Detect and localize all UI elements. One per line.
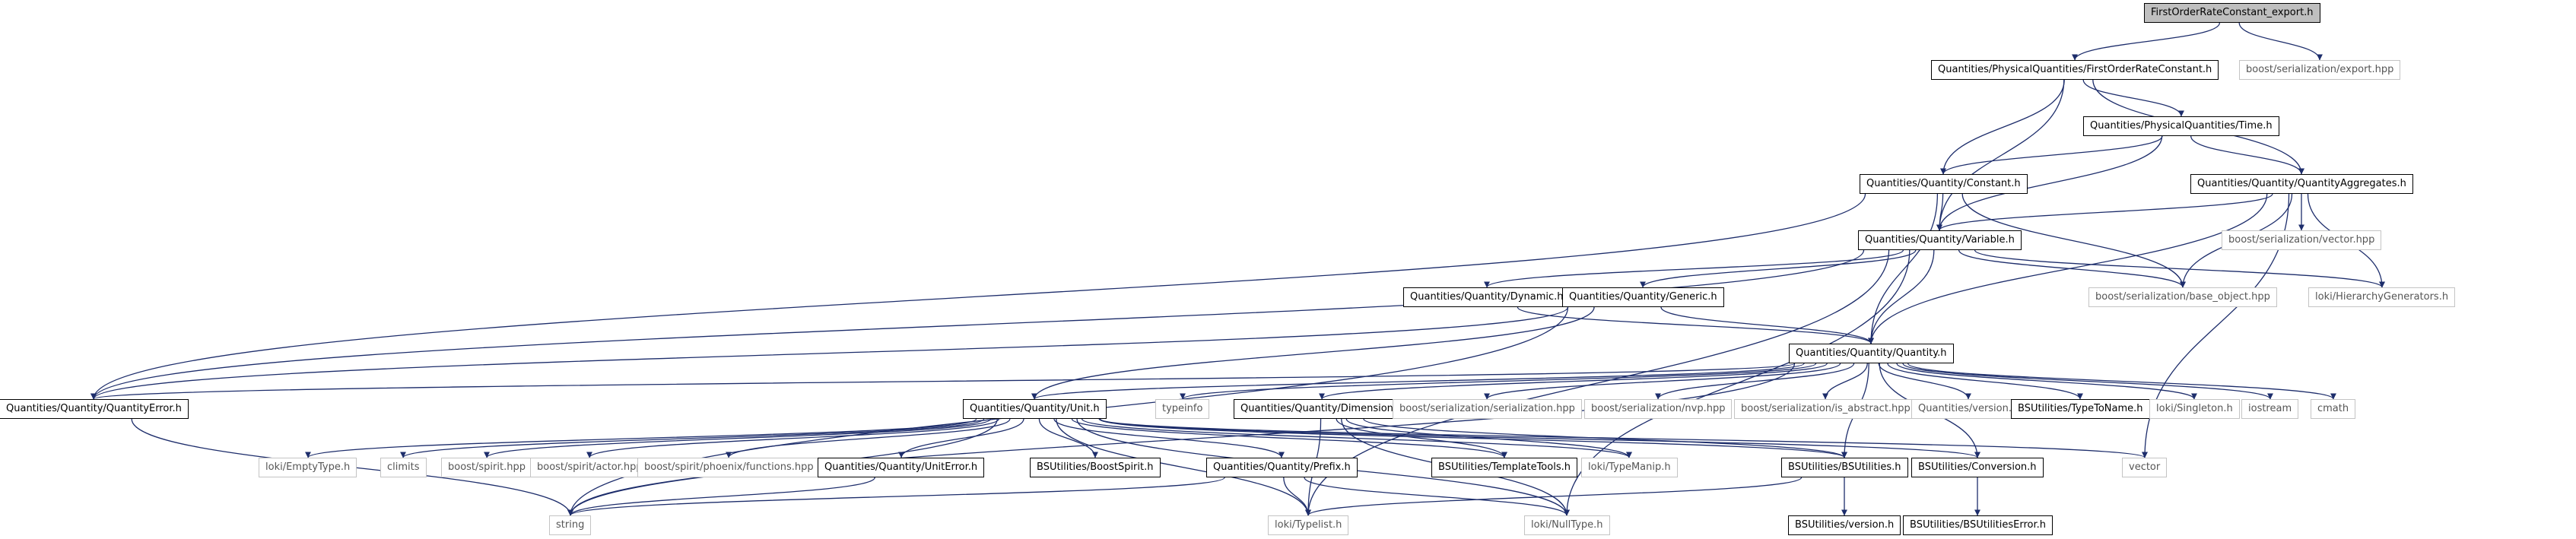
node-forc[interactable]: Quantities/PhysicalQuantities/FirstOrder… [1931, 60, 2219, 80]
edge-generic-to-qerror [91, 306, 1569, 400]
edge-generic-to-unit [1031, 306, 1595, 400]
edge-quantity-to-cmath [1907, 363, 2336, 400]
node-qagg[interactable]: Quantities/Quantity/QuantityAggregates.h [2190, 174, 2413, 194]
edge-variable-to-bser-base [1958, 249, 2186, 288]
node-loki-hier[interactable]: loki/HierarchyGenerators.h [2308, 287, 2456, 307]
edge-time-to-variable [1936, 135, 2163, 231]
node-bsversion[interactable]: BSUtilities/version.h [1788, 515, 1901, 535]
node-unit[interactable]: Quantities/Quantity/Unit.h [963, 399, 1107, 419]
node-spirit-actor[interactable]: boost/spirit/actor.hpp [530, 458, 650, 477]
edge-root-to-forc [2072, 22, 2221, 61]
node-qversion[interactable]: Quantities/version.h [1911, 399, 2025, 419]
edge-variable-to-quantity [1868, 249, 1935, 344]
node-typelist[interactable]: loki/Typelist.h [1268, 515, 1349, 535]
edge-qagg-to-variable [1936, 193, 2273, 231]
node-prefix[interactable]: Quantities/Quantity/Prefix.h [1206, 458, 1358, 477]
edge-uniterror-to-string [567, 477, 875, 516]
node-singleton[interactable]: loki/Singleton.h [2149, 399, 2240, 419]
node-typetoname[interactable]: BSUtilities/TypeToName.h [2011, 399, 2150, 419]
node-bser-abs[interactable]: boost/serialization/is_abstract.hpp [1734, 399, 1917, 419]
node-emptytype[interactable]: loki/EmptyType.h [259, 458, 357, 477]
edge-quantity-to-dimension [1319, 363, 1828, 400]
node-templatetools[interactable]: BSUtilities/TemplateTools.h [1431, 458, 1577, 477]
edge-unit-to-conversion [1099, 418, 1980, 458]
edge-variable-to-qerror [91, 249, 1865, 400]
edge-bsutilities-to-typelist [1305, 477, 1803, 516]
node-spirit-phoenix[interactable]: boost/spirit/phoenix/functions.hpp [637, 458, 821, 477]
edge-unit-to-templatetools [1071, 418, 1507, 458]
edge-quantity-to-bser-nvp [1655, 363, 1855, 400]
edge-quantity-to-iostream [1902, 363, 2273, 400]
node-root[interactable]: FirstOrderRateConstant_export.h [2144, 3, 2320, 23]
node-climits[interactable]: climits [380, 458, 427, 477]
edge-quantity-to-qerror [91, 363, 1796, 400]
edge-variable-to-loki-hier [1974, 249, 2385, 288]
edge-unit-to-prefix [1053, 418, 1285, 458]
node-bser-base[interactable]: boost/serialization/base_object.hpp [2088, 287, 2277, 307]
node-dimension[interactable]: Quantities/Quantity/Dimension.h [1234, 399, 1410, 419]
edge-constant-to-quantity [1868, 193, 1939, 344]
edge-quantity-to-typeinfo [1180, 363, 1817, 400]
node-bser-nvp[interactable]: boost/serialization/nvp.hpp [1584, 399, 1733, 419]
node-uniterror[interactable]: Quantities/Quantity/UnitError.h [818, 458, 985, 477]
edge-quantity-to-singleton [1896, 363, 2197, 400]
node-qerror[interactable]: Quantities/Quantity/QuantityError.h [0, 399, 189, 419]
node-boostspirit[interactable]: BSUtilities/BoostSpirit.h [1030, 458, 1161, 477]
node-nulltype[interactable]: loki/NullType.h [1524, 515, 1610, 535]
edge-variable-to-dynamic [1484, 249, 1904, 288]
edge-forc-to-constant [1940, 79, 2065, 175]
edge-dimension-to-bsutilities [1363, 418, 1847, 458]
edge-forc-to-time [2082, 79, 2184, 117]
edge-generic-to-quantity [1660, 306, 1874, 344]
node-generic[interactable]: Quantities/Quantity/Generic.h [1562, 287, 1724, 307]
edge-dimension-to-templatetools [1336, 418, 1507, 458]
edge-unit-to-climits [400, 418, 985, 458]
node-typeinfo[interactable]: typeinfo [1155, 399, 1210, 419]
node-quantity[interactable]: Quantities/Quantity/Quantity.h [1789, 344, 1954, 363]
node-iostream[interactable]: iostream [2241, 399, 2299, 419]
node-cmath[interactable]: cmath [2311, 399, 2356, 419]
edge-dimension-to-typemanip [1345, 418, 1632, 458]
edge-unit-to-spirit-phoenix [726, 418, 1011, 458]
edge-dynamic-to-quantity [1517, 306, 1874, 344]
node-string[interactable]: string [549, 515, 592, 535]
edge-constant-to-qerror [91, 193, 1866, 400]
node-spirit[interactable]: boost/spirit.hpp [441, 458, 532, 477]
edge-forc-to-variable [1936, 79, 2065, 231]
node-conversion[interactable]: BSUtilities/Conversion.h [1911, 458, 2044, 477]
edge-unit-to-spirit-actor [586, 418, 999, 458]
edge-unit-to-spirit [484, 418, 992, 458]
edge-quantity-to-bser-ser [1484, 363, 1841, 400]
edge-quantity-to-unit [1031, 363, 1805, 400]
edge-root-to-bser-export [2238, 22, 2323, 61]
edge-time-to-constant [1940, 135, 2163, 175]
edge-unit-to-typelist [1056, 418, 1311, 516]
node-dynamic[interactable]: Quantities/Quantity/Dynamic.h [1403, 287, 1571, 307]
node-bser-export[interactable]: boost/serialization/export.hpp [2239, 60, 2401, 80]
edge-prefix-to-nulltype [1304, 477, 1570, 516]
edge-unit-to-vector [1099, 418, 2148, 458]
edge-quantity-to-bser-abs [1822, 363, 1868, 400]
edge-quantity-to-typetoname [1887, 363, 2083, 400]
node-bsutilities[interactable]: BSUtilities/BSUtilities.h [1781, 458, 1908, 477]
edge-unit-to-emptytype [305, 418, 977, 458]
edge-constant-to-bser-base [1961, 193, 2186, 288]
node-variable[interactable]: Quantities/Quantity/Variable.h [1858, 230, 2022, 250]
node-time[interactable]: Quantities/PhysicalQuantities/Time.h [2083, 116, 2279, 136]
node-vector[interactable]: vector [2122, 458, 2168, 477]
edge-unit-to-boostspirit [1038, 418, 1098, 458]
edge-time-to-qagg [2190, 135, 2304, 175]
node-constant[interactable]: Quantities/Quantity/Constant.h [1860, 174, 2028, 194]
node-bser-vector[interactable]: boost/serialization/vector.hpp [2222, 230, 2382, 250]
node-bserror[interactable]: BSUtilities/BSUtilitiesError.h [1903, 515, 2053, 535]
node-typemanip[interactable]: loki/TypeManip.h [1581, 458, 1678, 477]
edge-quantity-to-qversion [1878, 363, 1971, 400]
edge-prefix-to-string [567, 477, 1225, 516]
edge-variable-to-generic [1640, 249, 1917, 288]
edge-unit-to-bsutilities [1098, 418, 1847, 458]
node-bser-ser[interactable]: boost/serialization/serialization.hpp [1393, 399, 1582, 419]
edge-prefix-to-typelist [1283, 477, 1311, 516]
